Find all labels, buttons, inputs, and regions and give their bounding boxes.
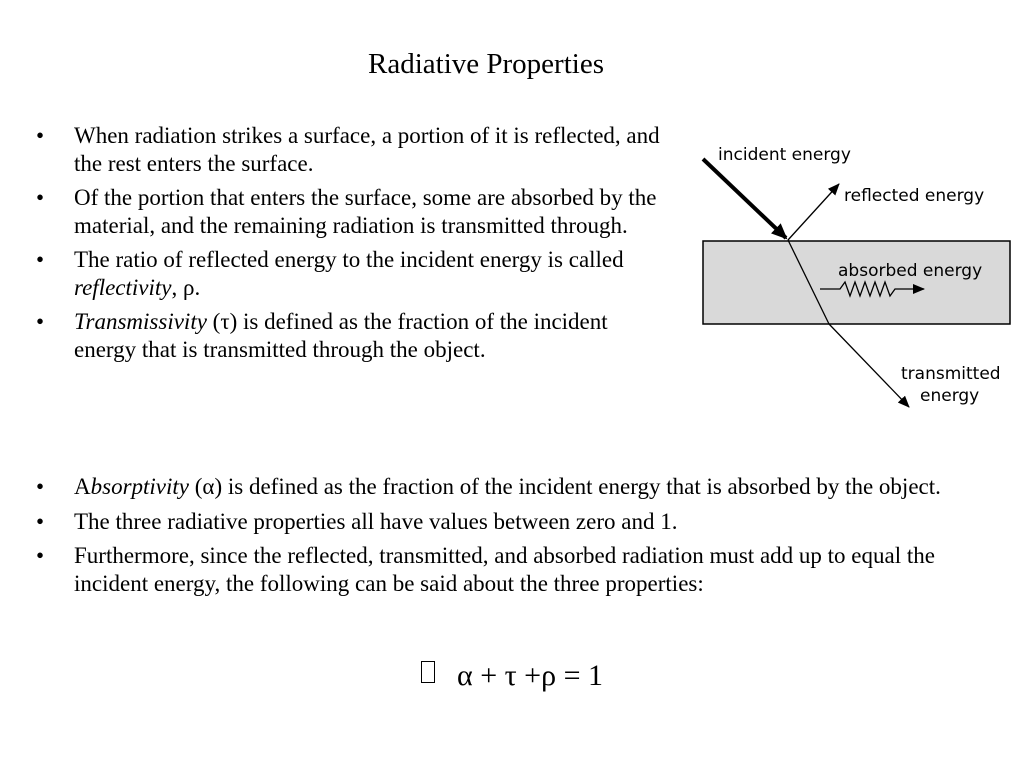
transmitted-energy-label-line2: energy	[920, 386, 979, 406]
incident-energy-label: incident energy	[718, 145, 851, 165]
reflected-energy-label: reflected energy	[844, 186, 984, 206]
radiation-diagram: incident energy reflected energy absorbe…	[701, 145, 1011, 408]
transmitted-energy-label: transmitted	[901, 364, 1001, 384]
missing-glyph-icon	[420, 661, 435, 683]
bullet-item: When radiation strikes a surface, a port…	[34, 122, 674, 177]
bullet-item: Transmissivity (τ) is defined as the fra…	[34, 308, 674, 363]
bullet-list-bottom: Absorptivity (α) is defined as the fract…	[34, 473, 984, 604]
refracted-ray	[787, 239, 830, 325]
bullet-item: The three radiative properties all have …	[34, 508, 984, 536]
slide-title: Radiative Properties	[368, 48, 604, 80]
equation-text: α + τ +ρ = 1	[456, 659, 603, 692]
bullet-item: Furthermore, since the reflected, transm…	[34, 542, 984, 597]
incident-ray	[701, 157, 788, 240]
bullet-list-top: When radiation strikes a surface, a port…	[34, 122, 674, 370]
absorbed-energy-label: absorbed energy	[838, 261, 982, 281]
material-slab	[702, 240, 1011, 325]
bullet-item: Of the portion that enters the surface, …	[34, 184, 674, 239]
bullet-item: Absorptivity (α) is defined as the fract…	[34, 473, 984, 501]
bullet-item: The ratio of reflected energy to the inc…	[34, 246, 674, 301]
transmitted-ray	[828, 323, 910, 408]
reflected-ray	[787, 183, 840, 241]
absorbed-wave	[820, 280, 925, 298]
radiative-equation: α + τ +ρ = 1	[0, 658, 1024, 694]
